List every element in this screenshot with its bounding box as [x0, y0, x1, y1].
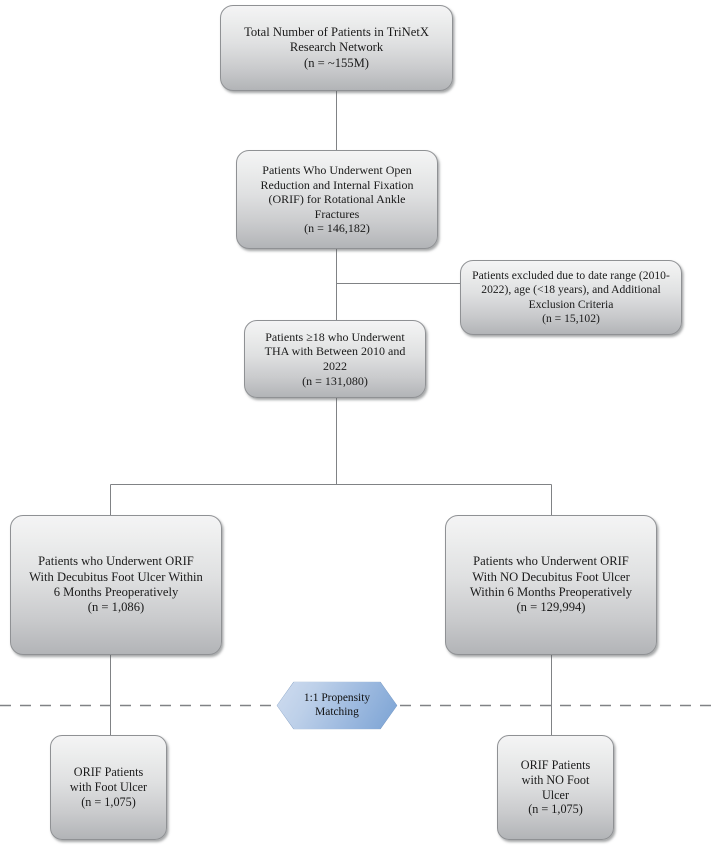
node-matched-ulcer-cohort-text: ORIF Patients with Foot Ulcer (n = 1,075…	[51, 765, 166, 810]
node-matching-line-1: 1:1 Propensity	[303, 691, 371, 704]
node-matched-no-ulcer-count: (n = 1,075)	[528, 802, 583, 817]
node-matched-ulcer-count: (n = 1,075)	[81, 794, 136, 809]
node-orif-line-1: Patients Who Underwent Open	[262, 162, 412, 177]
node-ulcer-count: (n = 1,086)	[87, 600, 145, 615]
node-matched-ulcer-cohort: ORIF Patients with Foot Ulcer (n = 1,075…	[50, 735, 167, 840]
node-matched-no-ulcer-line-1: ORIF Patients	[520, 757, 591, 772]
node-no-ulcer-cohort: Patients who Underwent ORIF With NO Decu…	[445, 515, 657, 655]
node-ulcer-line-3: 6 Months Preoperatively	[53, 585, 179, 599]
node-matched-no-ulcer-cohort-text: ORIF Patients with NO Foot Ulcer (n = 1,…	[498, 758, 613, 818]
node-orif-count: (n = 146,182)	[304, 221, 370, 236]
node-total-patients-text: Total Number of Patients in TriNetX Rese…	[221, 25, 452, 71]
node-eligible-patients-text: Patients ≥18 who Underwent THA with Betw…	[245, 330, 425, 389]
node-matched-no-ulcer-line-2: with NO Foot	[521, 772, 590, 787]
node-total-patients: Total Number of Patients in TriNetX Rese…	[220, 5, 453, 91]
node-ulcer-cohort-text: Patients who Underwent ORIF With Decubit…	[11, 554, 221, 615]
node-eligible-count: (n = 131,080)	[302, 373, 368, 388]
node-ulcer-line-1: Patients who Underwent ORIF	[38, 554, 194, 569]
node-orif-patients: Patients Who Underwent Open Reduction an…	[236, 150, 438, 249]
node-orif-patients-text: Patients Who Underwent Open Reduction an…	[237, 163, 437, 236]
node-matched-ulcer-line-2: with Foot Ulcer	[69, 780, 148, 795]
node-propensity-matching: 1:1 Propensity Matching	[277, 682, 397, 729]
node-excluded-line-1: Patients excluded due to date range (201…	[472, 269, 670, 283]
node-orif-line-2: Reduction and Internal Fixation	[260, 177, 414, 192]
node-excluded-line-3: Exclusion Criteria	[528, 297, 614, 311]
node-no-ulcer-cohort-text: Patients who Underwent ORIF With NO Decu…	[446, 554, 656, 615]
node-excluded-line-2: 2022), age (<18 years), and Additional	[481, 283, 661, 297]
node-eligible-line-2: THA with Between 2010 and	[264, 344, 406, 359]
node-matched-no-ulcer-line-3: Ulcer	[541, 787, 570, 802]
node-eligible-line-3: 2022	[323, 359, 347, 373]
node-ulcer-line-2: With Decubitus Foot Ulcer Within	[29, 569, 203, 584]
node-total-line-1: Total Number of Patients in TriNetX	[244, 24, 429, 39]
node-matched-no-ulcer-cohort: ORIF Patients with NO Foot Ulcer (n = 1,…	[497, 735, 614, 840]
node-orif-line-4: Fractures	[314, 206, 360, 221]
node-propensity-matching-text: 1:1 Propensity Matching	[300, 692, 374, 719]
node-total-count: (n = ~155M)	[304, 55, 369, 70]
node-excluded-patients-text: Patients excluded due to date range (201…	[461, 269, 681, 326]
node-eligible-line-1: Patients ≥18 who Underwent	[265, 329, 405, 344]
node-ulcer-cohort: Patients who Underwent ORIF With Decubit…	[10, 515, 222, 655]
node-matched-ulcer-line-1: ORIF Patients	[73, 765, 144, 780]
node-no-ulcer-line-2: With NO Decubitus Foot Ulcer	[472, 569, 630, 584]
node-matching-line-2: Matching	[315, 705, 359, 718]
node-no-ulcer-line-1: Patients who Underwent ORIF	[473, 554, 629, 569]
node-no-ulcer-count: (n = 129,994)	[516, 600, 586, 615]
node-no-ulcer-line-3: Within 6 Months Preoperatively	[469, 585, 633, 599]
node-excluded-count: (n = 15,102)	[542, 311, 600, 325]
node-orif-line-3: (ORIF) for Rotational Ankle	[268, 192, 406, 207]
node-excluded-patients: Patients excluded due to date range (201…	[460, 260, 682, 335]
node-total-line-2: Research Network	[289, 40, 384, 55]
node-eligible-patients: Patients ≥18 who Underwent THA with Betw…	[244, 320, 426, 398]
